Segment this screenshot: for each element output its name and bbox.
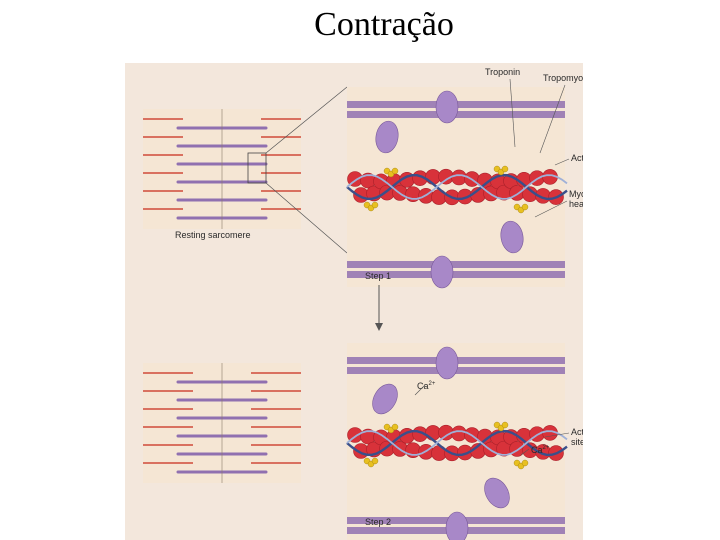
resting-sarcomere-label: Resting sarcomere xyxy=(175,230,251,240)
troponin xyxy=(521,459,529,467)
leader-line xyxy=(509,78,516,148)
tropomyosin-strand xyxy=(346,174,568,200)
myosin-head xyxy=(435,90,459,124)
detail-panel-step1 xyxy=(346,87,568,289)
resting-sarcomere-top xyxy=(143,109,301,229)
actin-bead xyxy=(451,425,467,442)
myosin-head xyxy=(445,511,469,540)
leader-line xyxy=(544,432,570,438)
zoom-line-bottom xyxy=(265,182,348,254)
tropomyosin-label: Tropomyosin xyxy=(543,73,583,83)
active-site-label-line2: site xyxy=(571,437,583,447)
myosin-head xyxy=(372,383,398,415)
detail-panel-step2 xyxy=(346,343,568,540)
leader-line xyxy=(414,384,426,396)
leader-line xyxy=(539,84,566,154)
thick-filament-strand xyxy=(347,271,565,278)
actin-label: Actin xyxy=(571,153,583,163)
sarcomere-contraction-diagram: Resting sarcomere Step 1 Step 2 Troponin… xyxy=(125,63,583,540)
ca-label-top: Ca2+ xyxy=(417,381,436,391)
ca-label-bottom: Ca2+ xyxy=(531,445,550,455)
myosin-head xyxy=(430,255,454,289)
myosin-label-line2: head xyxy=(569,199,583,209)
troponin xyxy=(391,167,399,175)
step2-label: Step 2 xyxy=(365,517,391,527)
myosin-label-line1: Myosin xyxy=(569,189,583,199)
troponin xyxy=(371,201,379,209)
thick-filament-strand xyxy=(347,261,565,268)
myosin-head xyxy=(500,220,524,254)
step-arrow-head xyxy=(375,323,383,331)
tropomyosin-strand xyxy=(346,430,568,456)
myosin-head xyxy=(375,120,399,154)
leader-line xyxy=(554,158,570,166)
tropomyosin-strand xyxy=(346,429,568,457)
contracted-sarcomere-bottom xyxy=(143,363,301,483)
myosin-head xyxy=(484,477,510,509)
page-title: Contração xyxy=(314,6,454,43)
troponin xyxy=(501,165,509,173)
zoom-box xyxy=(247,152,267,184)
actin-bead xyxy=(451,169,467,186)
zoom-line-top xyxy=(265,86,348,154)
step1-label: Step 1 xyxy=(365,271,391,281)
tropomyosin-strand xyxy=(346,173,568,201)
troponin-label: Troponin xyxy=(485,67,520,77)
troponin xyxy=(371,457,379,465)
troponin xyxy=(521,203,529,211)
active-site-label-line1: Active xyxy=(571,427,583,437)
troponin xyxy=(501,421,509,429)
myosin-head xyxy=(435,346,459,380)
leader-line xyxy=(534,200,568,218)
troponin xyxy=(391,423,399,431)
leader-line xyxy=(520,448,530,456)
